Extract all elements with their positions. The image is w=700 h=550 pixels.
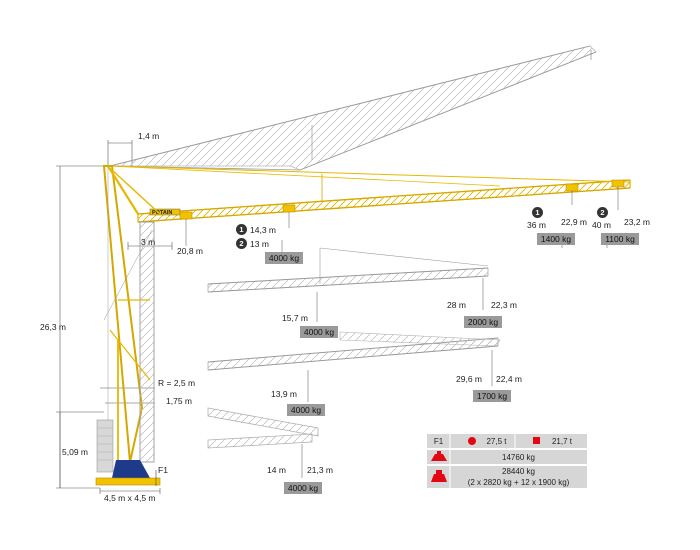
f1-label: F1	[158, 465, 168, 475]
table-f1-header: F1	[433, 436, 444, 446]
near-height-label: 20,8 m	[177, 246, 203, 256]
config3-radius-near-label: 13,9 m	[271, 389, 297, 399]
top-offset-label: 1,4 m	[138, 131, 160, 141]
square-value: 21,7 t	[551, 436, 572, 446]
ballast-weight-value: 28440 kg	[502, 466, 535, 476]
square-marker-icon	[533, 437, 540, 444]
config2-load-tip-tag: 2000 kg	[464, 316, 502, 328]
ballast-breakdown-value: (2 x 2820 kg + 12 x 1900 kg)	[467, 477, 570, 487]
marker-1-badge: 1	[236, 224, 247, 235]
mast-width-label: 3 m	[141, 237, 156, 247]
ballast-icon	[431, 470, 447, 482]
tip1-load-tag: 1400 kg	[537, 233, 575, 245]
config3-radius-tip-label: 29,6 m	[456, 374, 482, 384]
marker-2-badge: 2	[236, 238, 247, 249]
config4-load-tag: 4000 kg	[284, 482, 322, 494]
base-offset-label: 1,75 m	[166, 396, 192, 406]
main-near-load-tag: 4000 kg	[265, 252, 303, 264]
tip2-marker-badge: 2	[597, 207, 608, 218]
point1-radius-label: 14,3 m	[250, 225, 276, 235]
tip1-marker-badge: 1	[532, 207, 543, 218]
config2-radius-tip-label: 28 m	[447, 300, 466, 310]
point2-radius-label: 13 m	[250, 239, 269, 249]
config2-radius-near-label: 15,7 m	[282, 313, 308, 323]
total-height-label: 26,3 m	[40, 322, 66, 332]
radius-label: R = 2,5 m	[158, 378, 196, 388]
circle-marker-icon	[468, 437, 476, 445]
config3-height-tip-label: 22,4 m	[496, 374, 522, 384]
circle-value: 27,5 t	[486, 436, 507, 446]
tip2-load-tag: 1100 kg	[601, 233, 639, 245]
config4-radius-label: 14 m	[267, 465, 286, 475]
tip2-height-label: 23,2 m	[624, 217, 650, 227]
base-size-label: 4,5 m x 4,5 m	[104, 493, 156, 503]
base-weight-value: 14760 kg	[502, 452, 535, 462]
config2-height-tip-label: 22,3 m	[491, 300, 517, 310]
brand-label: POTAIN	[152, 210, 172, 216]
tip1-radius-label: 36 m	[527, 220, 546, 230]
config4-height-label: 21,3 m	[307, 465, 333, 475]
tip1-height-label: 22,9 m	[561, 217, 587, 227]
tip2-radius-label: 40 m	[592, 220, 611, 230]
config2-load-near-tag: 4000 kg	[300, 326, 338, 338]
crane-base-icon	[431, 451, 447, 461]
ballast-height-label: 5,09 m	[62, 447, 88, 457]
config3-load-near-tag: 4000 kg	[287, 404, 325, 416]
config3-load-tip-tag: 1700 kg	[473, 390, 511, 402]
